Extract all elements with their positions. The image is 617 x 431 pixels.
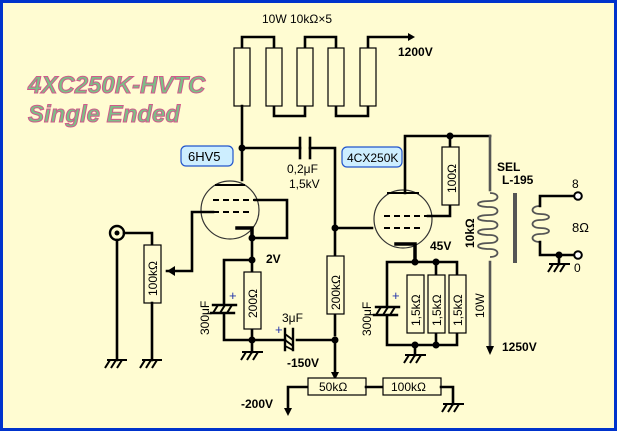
plate-resistor-3 bbox=[296, 47, 314, 107]
driver-cathode-resistor bbox=[243, 271, 262, 330]
supply-1250-label: 1250V bbox=[502, 340, 537, 354]
supply-arrow-icon bbox=[486, 346, 494, 355]
grid-bias-cap-value: 3μF bbox=[282, 311, 303, 325]
plate-resistor-bank bbox=[233, 33, 415, 118]
grid-resistor bbox=[326, 255, 345, 315]
plate-resistor-bank-label: 10W 10kΩ×5 bbox=[262, 12, 332, 26]
bias-divider-r1-value: 50kΩ bbox=[319, 380, 347, 394]
bias-supply-arrow-icon bbox=[284, 408, 292, 416]
output-terminal-8[interactable] bbox=[573, 191, 583, 201]
output-terminal-0[interactable] bbox=[573, 250, 583, 260]
driver-tube-tag bbox=[180, 145, 234, 167]
screen-resistor bbox=[441, 146, 460, 206]
ground-icon bbox=[240, 351, 263, 361]
supply-arrow-icon bbox=[408, 33, 415, 41]
wiper-arrow-icon bbox=[167, 266, 175, 276]
terminal-hot-label: 8 bbox=[572, 177, 579, 191]
terminal-gnd-label: 0 bbox=[574, 261, 581, 275]
junction-dot bbox=[411, 258, 419, 266]
output-cathode-capacitor bbox=[372, 305, 401, 317]
output-cathode-cap-value: 300μF bbox=[360, 302, 374, 336]
transformer-model: L-195 bbox=[502, 173, 534, 187]
secondary-impedance: 8Ω bbox=[572, 220, 589, 235]
supply-1200-label: 1200V bbox=[398, 45, 433, 59]
bias-voltage-label: -150V bbox=[287, 356, 319, 370]
plate-resistor-4 bbox=[327, 47, 345, 107]
driver-cathode-resistor-value: 200Ω bbox=[246, 289, 260, 318]
title-line-1: 4XC250K-HVTC bbox=[27, 72, 206, 99]
ground-icon bbox=[104, 359, 127, 369]
output-tube-tag bbox=[341, 146, 403, 168]
primary-impedance: 10kΩ bbox=[463, 218, 477, 248]
title-line-2: Single Ended bbox=[28, 101, 181, 128]
plate-resistor-5 bbox=[359, 47, 377, 107]
output-tube-label: 4CX250K bbox=[347, 151, 398, 165]
output-transformer[interactable] bbox=[477, 134, 577, 348]
cathode-resistor-2 bbox=[427, 274, 446, 334]
driver-cathode-voltage: 2V bbox=[266, 252, 281, 266]
ground-icon bbox=[139, 359, 162, 369]
coupling-cap-rating: 1,5kV bbox=[289, 177, 320, 191]
output-tube bbox=[373, 134, 492, 264]
screen-resistor-value: 100Ω bbox=[445, 164, 459, 193]
ground-icon bbox=[441, 403, 464, 413]
cathode-r3-value: 1,5kΩ bbox=[451, 294, 465, 326]
cathode-resistor-3 bbox=[448, 274, 467, 334]
polarity-mark: + bbox=[275, 322, 283, 337]
polarity-mark: + bbox=[392, 288, 400, 303]
transformer-make: SEL bbox=[497, 160, 520, 174]
plate-resistor-1 bbox=[233, 47, 251, 107]
coupling-cap-value: 0,2μF bbox=[287, 162, 318, 176]
bias-supply-label: -200V bbox=[241, 397, 273, 411]
plate-resistor-2 bbox=[265, 47, 283, 107]
grid-resistor-value: 200kΩ bbox=[329, 275, 343, 310]
cathode-r-power: 10W bbox=[473, 293, 487, 318]
ground-icon bbox=[403, 354, 426, 364]
cathode-r1-value: 1,5kΩ bbox=[409, 294, 423, 326]
driver-tube bbox=[165, 180, 289, 273]
output-cathode-voltage: 45V bbox=[430, 239, 451, 253]
driver-cathode-cap-value: 300μF bbox=[198, 301, 212, 335]
bias-feed-arrow-icon bbox=[331, 372, 339, 380]
input-pot-value: 100kΩ bbox=[146, 261, 160, 296]
driver-tube-label: 6HV5 bbox=[188, 149, 221, 164]
grid-bias-capacitor bbox=[283, 327, 295, 352]
cathode-resistor-1 bbox=[406, 274, 425, 334]
ground-icon bbox=[547, 263, 570, 273]
driver-cathode-capacitor bbox=[209, 303, 238, 315]
polarity-mark: + bbox=[229, 288, 237, 303]
bias-divider-r2-value: 100kΩ bbox=[391, 380, 426, 394]
junction-dot bbox=[432, 341, 440, 349]
cathode-r2-value: 1,5kΩ bbox=[430, 294, 444, 326]
junction-dot bbox=[432, 258, 440, 266]
